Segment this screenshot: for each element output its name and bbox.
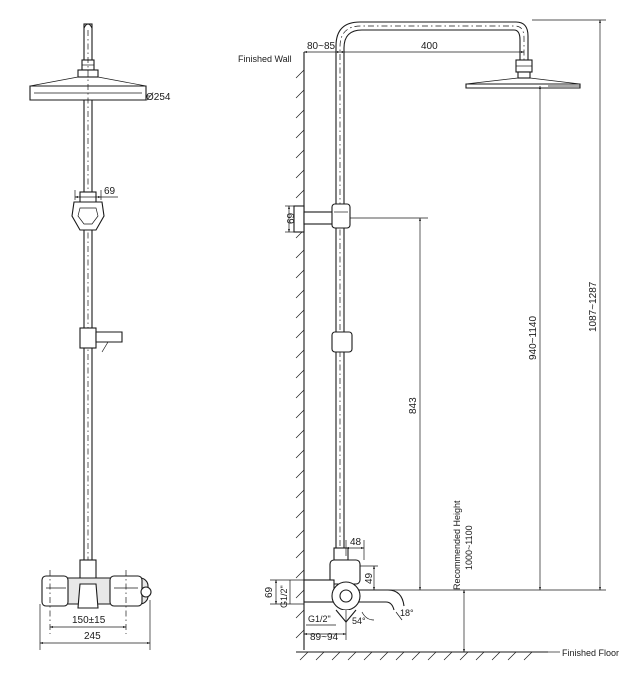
label-finished-wall: Finished Wall <box>238 54 292 64</box>
label-inlet-thread-a: G1/2" <box>279 585 289 608</box>
dim-valve-projection: 89~94 <box>310 632 339 643</box>
dim-inlet-spacing: 150±15 <box>72 615 106 626</box>
dim-recommended-height: 1000~1100 <box>464 525 474 570</box>
dim-overall-height: 1087~1287 <box>588 281 599 332</box>
dim-head-diameter: Ø254 <box>146 92 171 103</box>
front-top-stub <box>81 23 95 71</box>
dim-arm-length: 400 <box>421 41 438 52</box>
side-wall-bracket <box>293 203 351 233</box>
side-shower-head <box>465 59 581 89</box>
side-hand-holder <box>331 331 353 353</box>
side-valve <box>303 547 405 623</box>
front-valve <box>41 559 152 634</box>
finished-floor <box>296 651 560 661</box>
dim-spout-angle-b: 18° <box>400 608 414 618</box>
dim-spout-angle-a: 54° <box>352 616 366 626</box>
dim-bracket-from-inlet: 843 <box>408 397 419 414</box>
side-riser-arm <box>335 21 529 600</box>
dim-outlet-offset: 48 <box>350 537 362 548</box>
side-view: Finished Wall Finished Floor <box>238 19 619 661</box>
front-hand-holder <box>79 327 123 353</box>
label-recommended-height: Recommended Height <box>452 500 462 590</box>
front-slide-holder <box>71 191 105 231</box>
front-riser <box>83 30 93 610</box>
label-finished-floor: Finished Floor <box>562 648 619 658</box>
dim-valve-width: 245 <box>84 631 101 642</box>
front-view: Ø254 69 <box>29 23 171 650</box>
dim-valve-height: 69 <box>264 586 275 598</box>
label-inlet-thread-b: G1/2" <box>308 614 331 624</box>
dim-spout-height: 49 <box>364 572 375 584</box>
dim-head-from-inlet: 940~1140 <box>528 316 539 360</box>
dim-wall-offset: 80~85 <box>307 41 336 52</box>
dim-bracket-height: 69 <box>286 212 297 224</box>
finished-wall <box>295 52 305 650</box>
dim-holder-width: 69 <box>104 186 116 197</box>
